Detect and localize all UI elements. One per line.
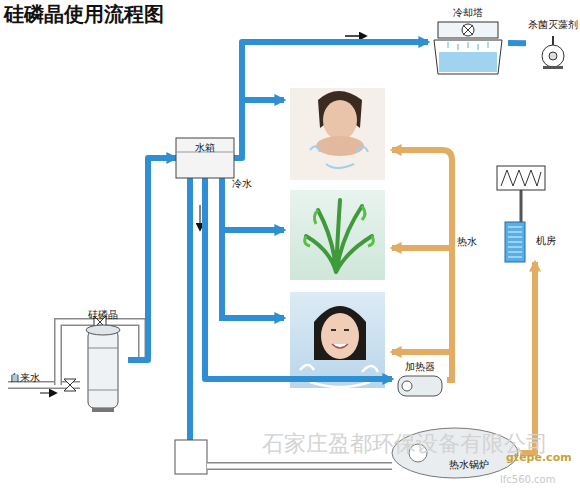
- flow-arrow: [200, 205, 201, 230]
- pipe-label: 热水: [457, 236, 477, 247]
- pipe-connector: [128, 158, 176, 360]
- hot-water-pipe: [392, 349, 452, 355]
- filter-band: [88, 348, 118, 390]
- node-label: 水箱: [176, 141, 234, 154]
- face-shape: [323, 100, 357, 140]
- cold-water-pipe: [242, 97, 284, 103]
- unit-fins: [508, 227, 522, 257]
- node-label: 硅磷晶: [73, 308, 133, 321]
- pipe-connector: [205, 178, 392, 379]
- filter-base: [92, 408, 114, 412]
- fan-symbol: [462, 24, 474, 36]
- room-unit: [505, 222, 525, 262]
- photo-frame: [290, 190, 385, 280]
- photo-frame: [290, 88, 385, 180]
- node-label: 杀菌灭藻剂: [526, 18, 580, 31]
- feed-pipe: [207, 464, 392, 469]
- buffer-tank: [175, 440, 207, 474]
- valve-symbol: [64, 379, 76, 391]
- pipe-label: 冷水: [232, 178, 252, 189]
- pipe-connector: [234, 42, 428, 158]
- node-label: 机房: [529, 234, 563, 247]
- photo-frame: [290, 292, 385, 388]
- eye-shape: [331, 329, 349, 331]
- cold-water-pipe: [222, 227, 284, 233]
- fan-blades: [463, 25, 473, 35]
- tower-housing: [438, 22, 498, 38]
- hot-water-pipe: [392, 245, 452, 251]
- heater-port: [402, 381, 412, 391]
- pipe-connector: [520, 262, 535, 453]
- filter-cap: [86, 325, 120, 335]
- water-drops: [448, 42, 488, 50]
- flow-arrow: [345, 35, 366, 37]
- dosing-pump: 杀菌灭藻剂: [526, 18, 580, 70]
- leaf-shape: [305, 206, 374, 246]
- tank-body: [176, 138, 234, 178]
- hands-shape: [316, 136, 364, 156]
- duct-line: [520, 190, 523, 222]
- watermark: gtepe.com: [506, 452, 572, 464]
- heater-body: [398, 376, 442, 396]
- fan-coil: [501, 170, 541, 186]
- flow-arrow: [40, 393, 56, 394]
- node-label: 热水锅炉: [434, 458, 504, 471]
- diagram-title: 硅磷晶使用流程图: [4, 3, 164, 25]
- pipe-connector: [508, 40, 526, 46]
- watermark: lfc560.com: [500, 474, 555, 485]
- tower-basin: [434, 40, 502, 74]
- smile-shape: [332, 344, 348, 348]
- water-tank: 水箱: [176, 138, 234, 178]
- cold-water-pipe: [222, 178, 284, 318]
- hot-water-pipe: [392, 150, 452, 380]
- watermark: 石家庄盈都环保设备有限公司: [262, 432, 548, 456]
- cooling-tower: 冷却塔: [428, 6, 508, 78]
- filter-body: [88, 330, 118, 408]
- node-label: 加热器: [392, 360, 448, 373]
- water-splash: [310, 146, 368, 168]
- heater-unit: 加热器: [392, 360, 448, 398]
- pump-symbol: [542, 45, 564, 67]
- basin-water: [439, 52, 497, 72]
- node-label: 冷却塔: [428, 6, 508, 19]
- feed-pipe: [207, 462, 392, 470]
- pump-hub: [549, 52, 557, 60]
- fan-unit: [497, 166, 545, 190]
- pump-base: [543, 66, 563, 69]
- pump-pipe: [552, 36, 554, 45]
- machine-room: 机房: [505, 222, 565, 262]
- filter-vessel: 硅磷晶: [78, 308, 128, 412]
- filter-vessel-outline: [78, 308, 128, 412]
- pipe-label: 自来水: [10, 372, 40, 383]
- hair-shape: [314, 306, 366, 360]
- face-shape: [321, 313, 359, 359]
- cold-water-pipe: [187, 178, 193, 440]
